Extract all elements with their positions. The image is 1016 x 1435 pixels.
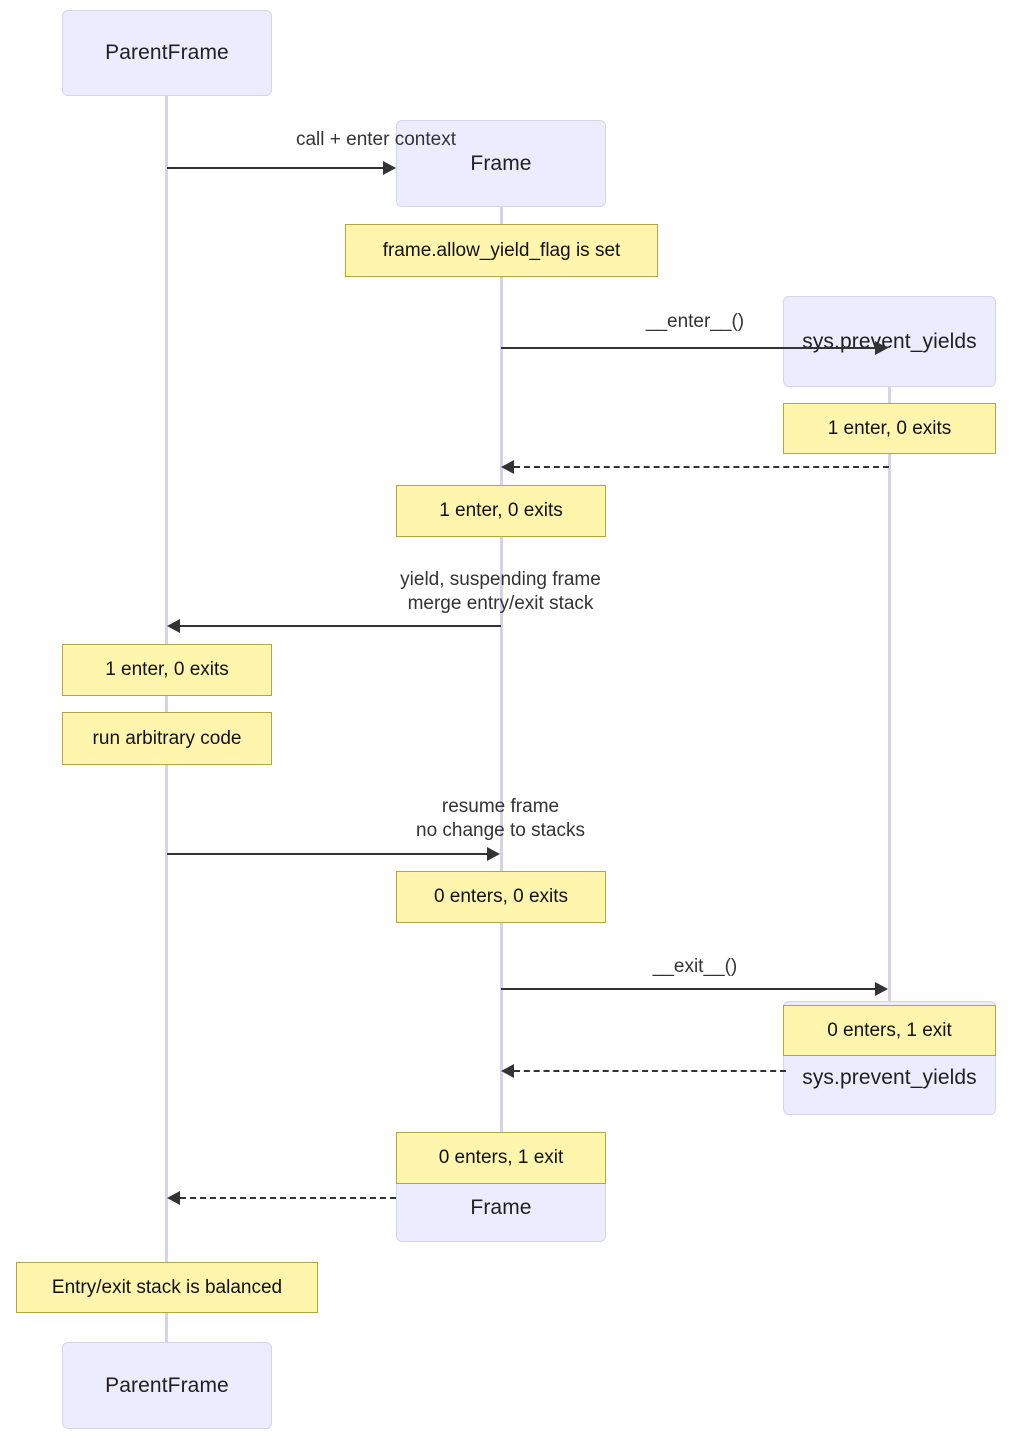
- note-text: frame.allow_yield_flag is set: [382, 239, 621, 261]
- note-parent-1-enter-0-exits: 1 enter, 0 exits: [62, 644, 272, 696]
- participant-parentframe-bottom[interactable]: ParentFrame: [62, 1342, 272, 1429]
- message-arrow-return-exit: [514, 1070, 786, 1072]
- participant-parentframe-top[interactable]: ParentFrame: [62, 10, 272, 96]
- participant-label: ParentFrame: [105, 41, 229, 64]
- note-frame-0-enters-0-exits: 0 enters, 0 exits: [396, 871, 606, 923]
- participant-label: ParentFrame: [105, 1373, 229, 1397]
- participant-label: Frame: [470, 1196, 532, 1219]
- note-text: Entry/exit stack is balanced: [51, 1276, 283, 1298]
- message-arrow-return-to-parent: [180, 1197, 396, 1199]
- note-frame-1-enter-0-exits: 1 enter, 0 exits: [396, 485, 606, 537]
- note-text: 1 enter, 0 exits: [439, 500, 563, 521]
- message-label-yield-suspending: yield, suspending frame merge entry/exit…: [400, 569, 601, 614]
- note-text: 1 enter, 0 exits: [827, 417, 952, 439]
- arrowhead-right-icon: [875, 982, 888, 996]
- message-arrow-call-enter-context: [167, 167, 383, 169]
- arrowhead-right-icon: [487, 847, 500, 861]
- message-arrow-enter: [501, 347, 875, 349]
- note-sys-0-enters-1-exit: 0 enters, 1 exit: [783, 1005, 996, 1056]
- message-arrow-exit: [501, 988, 875, 990]
- message-label-resume-frame: resume frame no change to stacks: [416, 796, 585, 841]
- note-sys-1-enter-0-exits: 1 enter, 0 exits: [783, 403, 996, 454]
- participant-label: sys.prevent_yields: [802, 329, 977, 353]
- note-text: 0 enters, 1 exit: [438, 1147, 564, 1168]
- lifeline-sys-prevent-yields: [888, 387, 891, 1001]
- arrowhead-left-icon: [167, 619, 180, 633]
- arrowhead-right-icon: [383, 161, 396, 175]
- arrowhead-left-icon: [501, 460, 514, 474]
- participant-label: Frame: [470, 151, 532, 175]
- message-label-exit: __exit__(): [652, 956, 738, 977]
- note-parent-entry-exit-balanced: Entry/exit stack is balanced: [16, 1262, 318, 1313]
- participant-label: sys.prevent_yields: [802, 1066, 977, 1089]
- note-frame-0-enters-1-exit: 0 enters, 1 exit: [396, 1132, 606, 1184]
- message-label-enter: __enter__(): [645, 311, 745, 332]
- message-arrow-resume-frame: [167, 853, 487, 855]
- note-parent-run-arbitrary-code: run arbitrary code: [62, 712, 272, 765]
- message-arrow-yield-suspending: [180, 625, 501, 627]
- participant-sys-prevent-yields-top[interactable]: sys.prevent_yields: [783, 296, 996, 387]
- note-text: 0 enters, 0 exits: [433, 886, 569, 907]
- message-label-call-enter-context: call + enter context: [295, 129, 456, 150]
- note-text: 0 enters, 1 exit: [827, 1019, 952, 1041]
- message-arrow-return-enter: [514, 466, 889, 468]
- arrowhead-left-icon: [501, 1064, 514, 1078]
- note-text: 1 enter, 0 exits: [105, 659, 229, 680]
- lifeline-frame: [500, 207, 503, 1184]
- note-frame-allow-yield-flag: frame.allow_yield_flag is set: [345, 224, 658, 277]
- participant-frame-top[interactable]: Frame: [396, 120, 606, 207]
- arrowhead-right-icon: [875, 341, 888, 355]
- note-text: run arbitrary code: [92, 727, 242, 749]
- arrowhead-left-icon: [167, 1191, 180, 1205]
